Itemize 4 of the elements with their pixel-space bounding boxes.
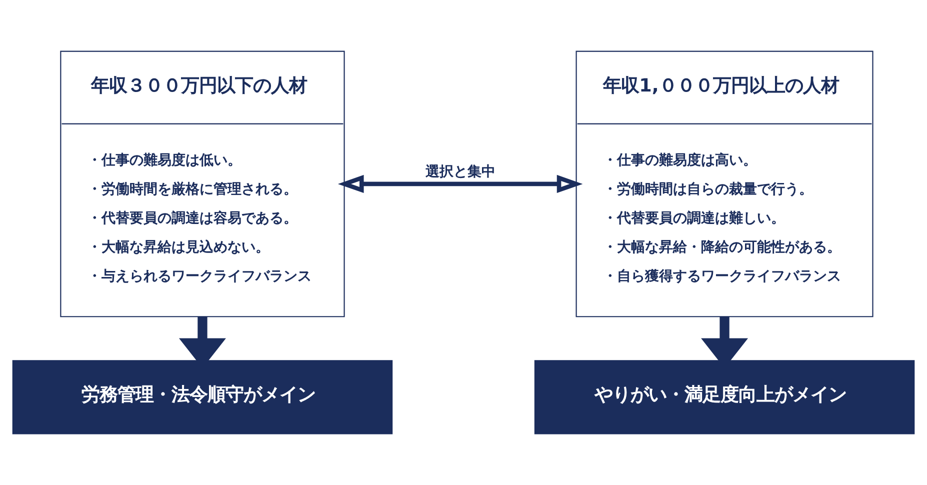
edge-label: 選択と集中 [425,164,496,180]
node-box: 労務管理・法令順守がメイン [12,360,393,434]
node-box: やりがい・満足度向上がメイン [534,360,915,434]
arrow [338,174,583,193]
